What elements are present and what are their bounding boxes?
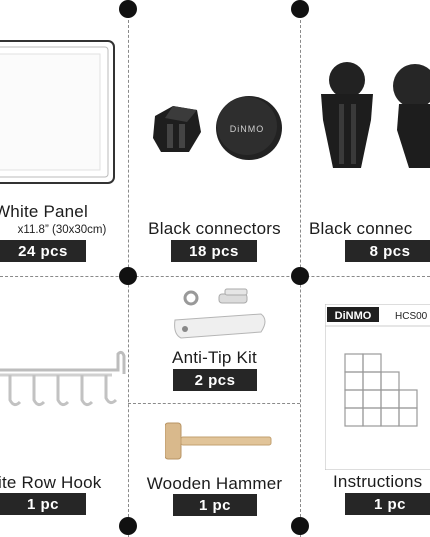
item-black-connectors-large: Black connec 8 pcs <box>301 0 430 276</box>
wooden-hammer-image <box>165 422 272 460</box>
grid-dot <box>119 267 137 285</box>
item-name: Black connec <box>309 219 413 238</box>
item-name: Black connectors <box>148 219 281 238</box>
item-name: White Panel <box>0 202 88 221</box>
connector-large-image <box>321 62 430 168</box>
svg-text:HCS00: HCS00 <box>395 311 428 322</box>
item-quantity-badge: 24 pcs <box>0 240 86 262</box>
item-name: Anti-Tip Kit <box>172 348 257 367</box>
item-name: Instructions <box>333 472 423 491</box>
item-quantity-badge: 18 pcs <box>171 240 257 262</box>
item-quantity-badge: 8 pcs <box>345 240 430 262</box>
white-panel-image <box>0 40 115 184</box>
grid-dot <box>291 267 309 285</box>
svg-text:DiNMO: DiNMO <box>335 310 372 322</box>
item-instructions: DiNMO HCS00 Instructions 1 pc <box>301 278 430 537</box>
item-quantity-badge: 1 pc <box>173 494 257 516</box>
item-quantity-badge: 1 pc <box>0 493 86 515</box>
grid-dot <box>291 0 309 18</box>
grid-divider-h1 <box>0 276 430 277</box>
grid-dot <box>119 0 137 18</box>
item-name: Wooden Hammer <box>146 474 283 493</box>
item-quantity-badge: 1 pc <box>345 493 430 515</box>
grid-dot <box>291 517 309 535</box>
row-hook-image <box>0 350 126 407</box>
item-white-panel: White Panel x11.8” (30x30cm) 24 pcs <box>0 0 128 276</box>
anti-tip-kit-image <box>174 288 266 339</box>
item-name: ite Row Hook <box>0 473 102 492</box>
instructions-image: DiNMO HCS00 <box>325 304 430 470</box>
item-wooden-hammer: Wooden Hammer 1 pc <box>129 405 300 537</box>
svg-text:DiNMO: DiNMO <box>230 124 265 134</box>
connector-image: DiNMO <box>153 96 282 160</box>
grid-dot <box>119 517 137 535</box>
item-size: x11.8” (30x30cm) <box>17 224 107 236</box>
item-anti-tip-kit: Anti-Tip Kit 2 pcs <box>129 278 300 402</box>
item-white-row-hook: ite Row Hook 1 pc <box>0 278 128 537</box>
grid-divider-h2 <box>128 403 300 404</box>
item-quantity-badge: 2 pcs <box>173 369 257 391</box>
item-black-connectors: DiNMO Black connectors 18 pcs <box>129 0 300 276</box>
